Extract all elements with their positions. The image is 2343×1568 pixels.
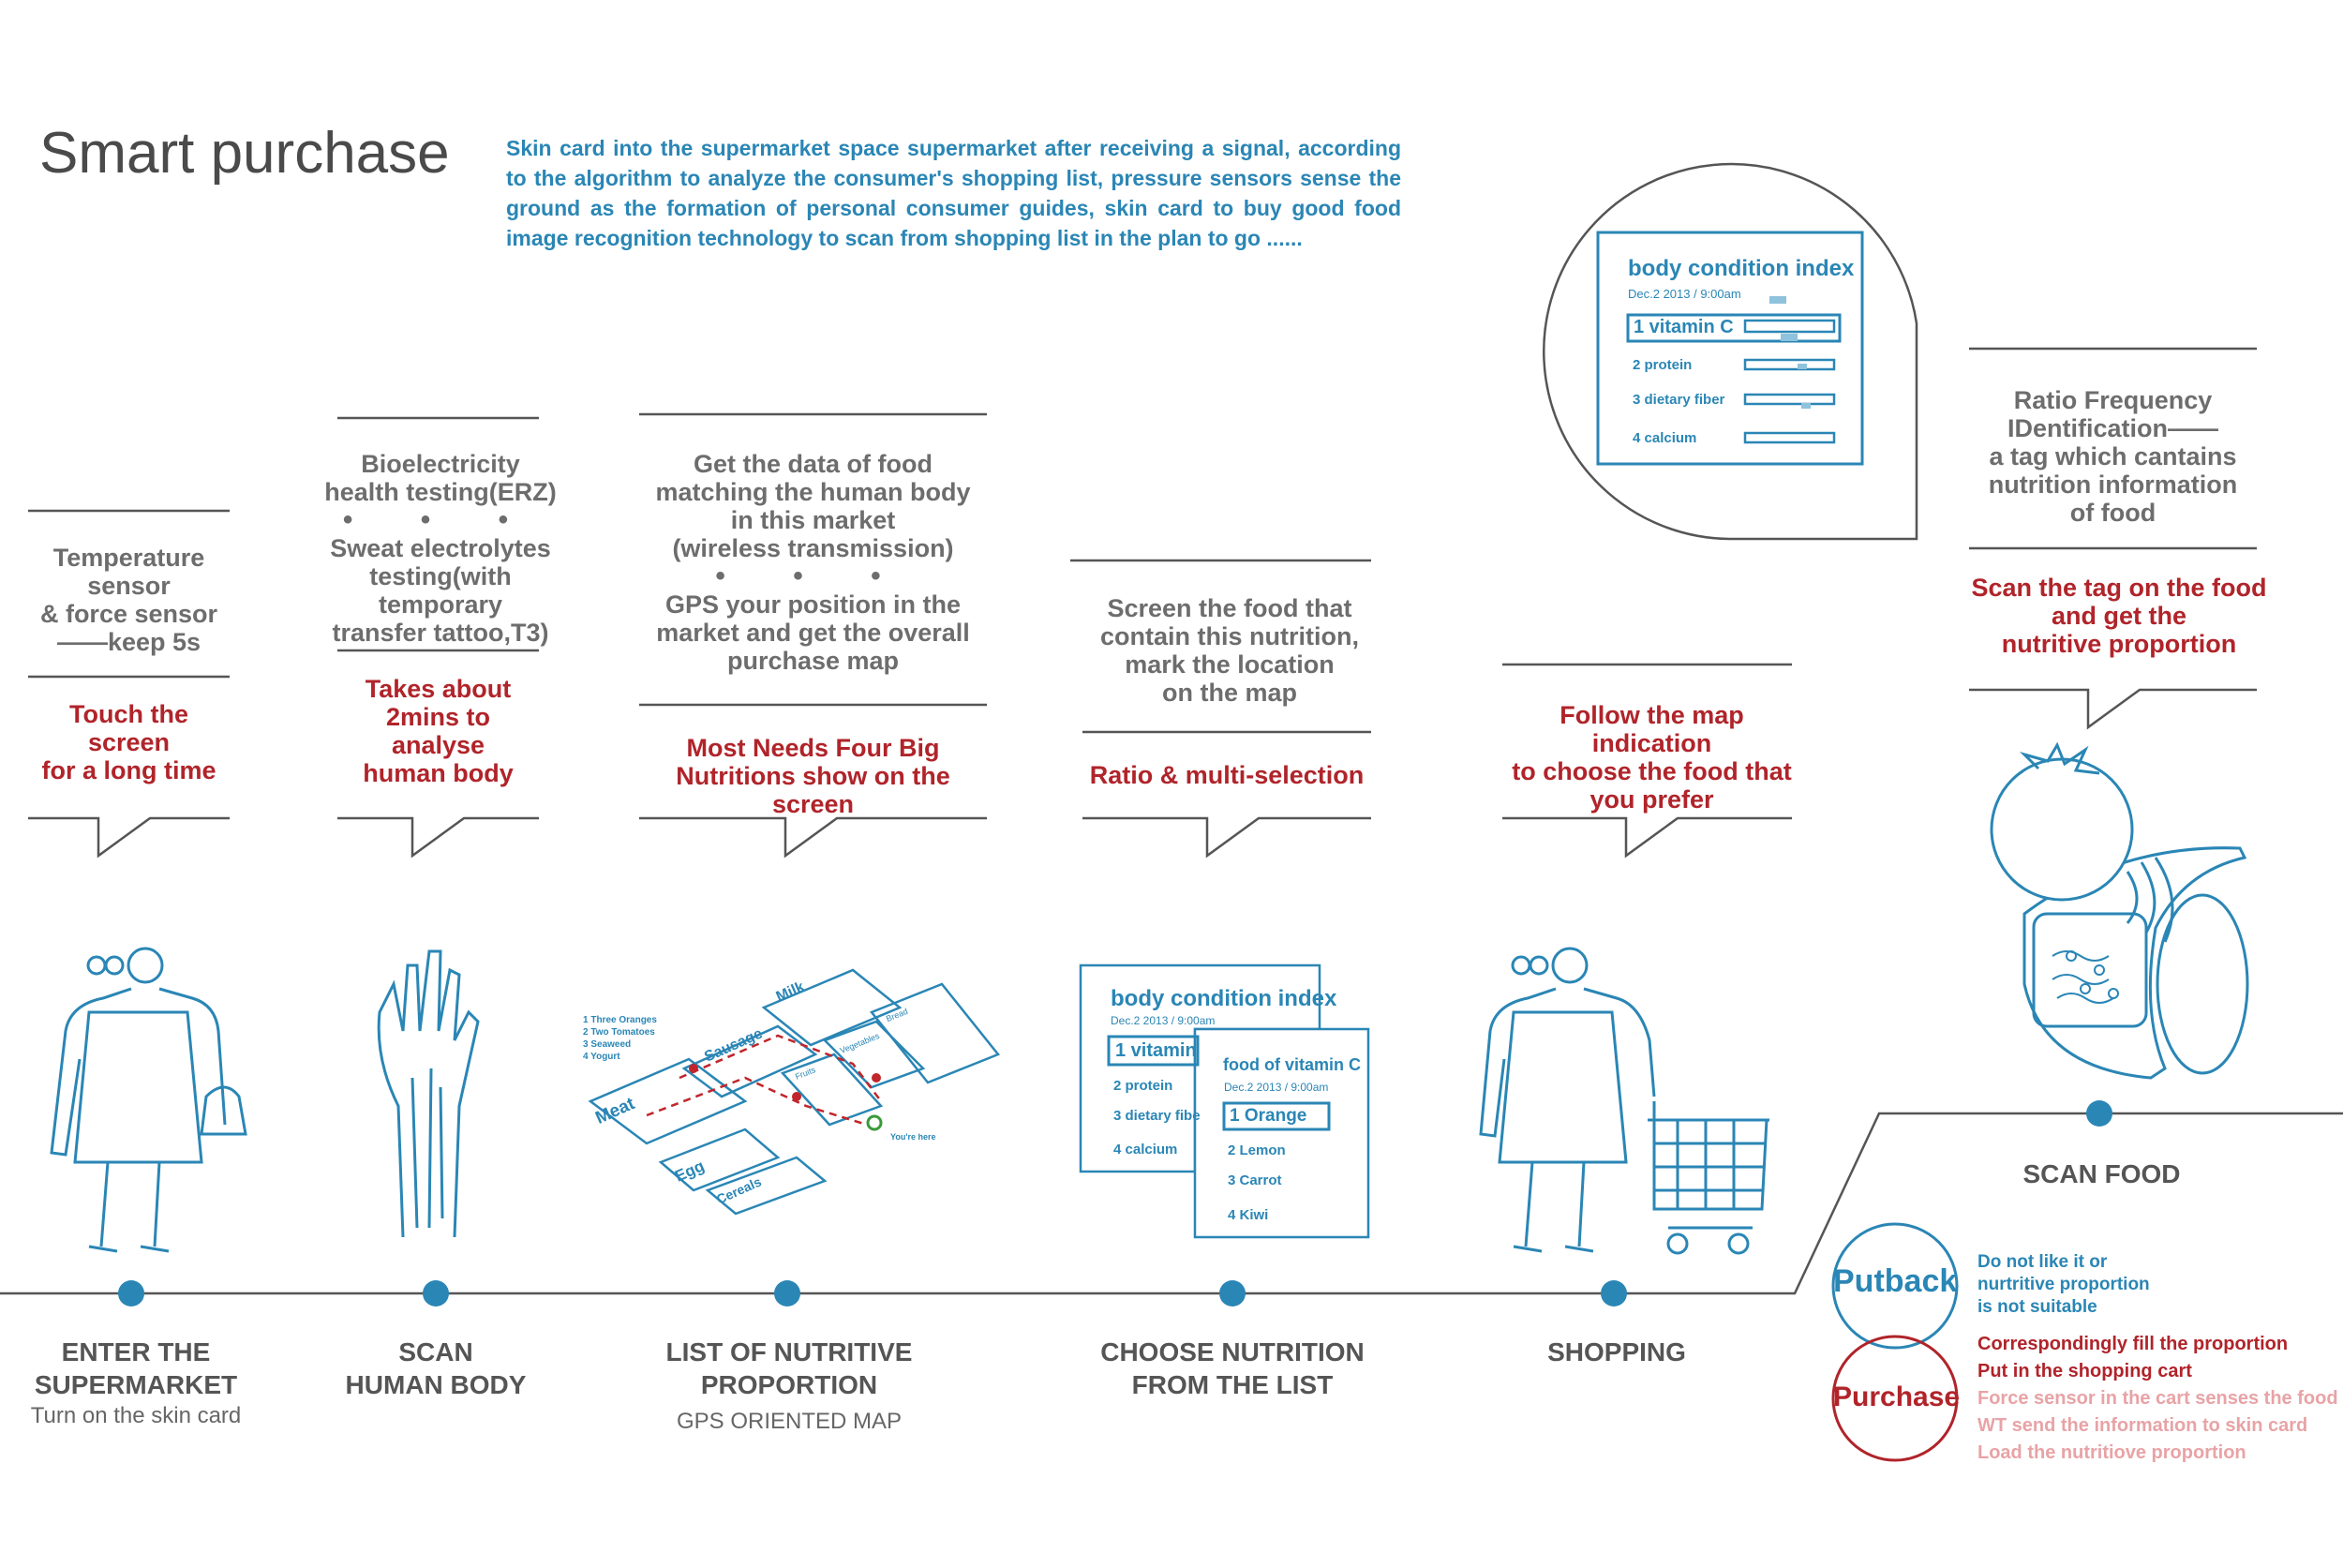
- page-title: Smart purchase: [39, 121, 450, 186]
- food-doc: [1193, 1027, 1370, 1239]
- purchase-circle: [1831, 1335, 1959, 1462]
- stage-scan-food: SCAN FOOD: [2022, 1159, 2181, 1188]
- food-doc-item: 2 Lemon: [1228, 1142, 1286, 1158]
- body-index-item: 2 protein: [1633, 357, 1693, 373]
- doc-small-item: 2 protein: [1113, 1078, 1173, 1094]
- hand-scan-icon: [377, 949, 480, 1238]
- food-doc-date: Dec.2 2013 / 9:00am: [1224, 1081, 1329, 1094]
- circuit-icon: [2052, 950, 2119, 1004]
- timeline-dot: [1601, 1280, 1627, 1307]
- stage-subtitle: Turn on the skin card: [30, 1403, 242, 1428]
- putback-label: Putback: [1833, 1263, 1958, 1299]
- body-index-doc: [1596, 231, 1864, 466]
- doc-small-item: 4 calcium: [1113, 1142, 1178, 1157]
- putback-circle: [1831, 1222, 1959, 1350]
- body-index-title: body condition index: [1628, 256, 1855, 281]
- purchase-faded-notes: Force sensor in the cart senses the food…: [1977, 1388, 2338, 1463]
- doc-small-item: 1 vitamin: [1115, 1040, 1197, 1061]
- stage-subtitle: GPS ORIENTED MAP: [676, 1409, 903, 1434]
- you-are-here-marker: [866, 1114, 883, 1131]
- food-doc-title: food of vitamin C: [1223, 1055, 1361, 1074]
- purchase-label: Purchase: [1833, 1381, 1961, 1412]
- step4-action: Ratio & multi-selection: [1089, 761, 1365, 789]
- body-index-item: 4 calcium: [1633, 430, 1697, 446]
- shopping-cart-icon: [1648, 1101, 1769, 1255]
- stage-shopping: SHOPPING: [1547, 1337, 1686, 1366]
- doc-small-item: 3 dietary fibe: [1113, 1108, 1201, 1124]
- doc-small-title: body condition index: [1111, 986, 1337, 1011]
- food-doc-item: 3 Carrot: [1228, 1172, 1282, 1188]
- store-map: [588, 968, 1001, 1216]
- food-doc-item: 1 Orange: [1230, 1106, 1307, 1126]
- tomato-icon: [1990, 741, 2134, 902]
- timeline-dot: [2086, 1100, 2112, 1127]
- shopper-figure-icon: [1479, 947, 1656, 1253]
- speech-bubble: [1543, 162, 1918, 541]
- intro-text: Skin card into the supermarket space sup…: [506, 136, 1401, 250]
- timeline-dot: [1219, 1280, 1246, 1307]
- rfid-bracelet-icon: [2022, 846, 2249, 1080]
- doc-small-date: Dec.2 2013 / 9:00am: [1111, 1014, 1216, 1027]
- woman-figure-icon: [50, 947, 247, 1253]
- timeline-dot: [423, 1280, 449, 1307]
- body-index-item: 1 vitamin C: [1634, 317, 1734, 337]
- body-index-date: Dec.2 2013 / 9:00am: [1628, 287, 1741, 301]
- timeline-dot: [774, 1280, 800, 1307]
- body-index-item: 3 dietary fiber: [1633, 392, 1725, 408]
- map-you-are-here: You're here: [890, 1132, 936, 1142]
- timeline-dot: [118, 1280, 144, 1307]
- food-doc-item: 4 Kiwi: [1228, 1207, 1269, 1223]
